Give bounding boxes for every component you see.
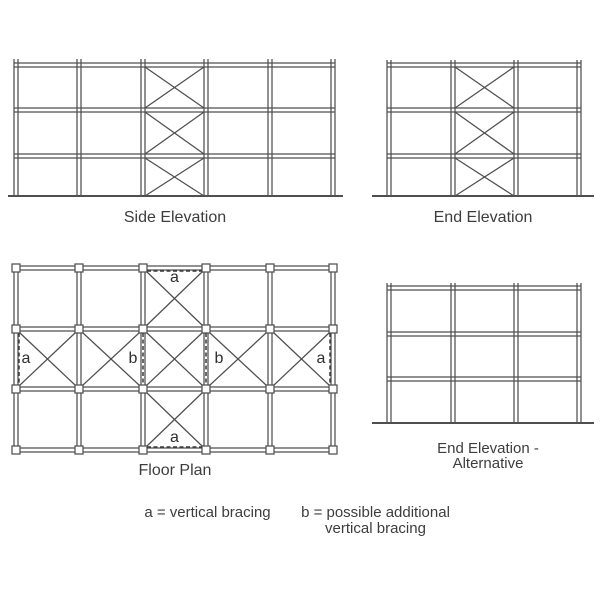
bracing-label-a: a xyxy=(317,350,326,367)
floor-plan-drawing: a a b b a a xyxy=(11,263,338,455)
column-square xyxy=(11,263,21,273)
end-elevation-alt-caption: End Elevation - Alternative xyxy=(390,441,586,471)
legend-b-line2: vertical bracing xyxy=(325,520,426,537)
column-square xyxy=(11,324,21,334)
bracing-label-b: b xyxy=(215,350,224,367)
legend-b-line1: b = possible additional xyxy=(301,504,450,521)
column-square xyxy=(11,445,21,455)
bracing-label-b: b xyxy=(129,350,138,367)
floor-plan-caption: Floor Plan xyxy=(138,462,212,479)
column-square xyxy=(265,384,275,394)
column-square xyxy=(328,384,338,394)
column-square xyxy=(265,324,275,334)
column-square xyxy=(201,324,211,334)
column-square xyxy=(74,324,84,334)
column-square xyxy=(74,384,84,394)
bracing-label-a: a xyxy=(170,269,179,286)
column-square xyxy=(328,324,338,334)
end-elevation-alt-drawing xyxy=(372,283,594,424)
bracing-label-a: a xyxy=(170,429,179,446)
end-elevation-alt-caption-line1: End Elevation - xyxy=(437,440,539,457)
legend-b: b = possible additional vertical bracing xyxy=(288,505,463,537)
column-square xyxy=(11,384,21,394)
legend-a: a = vertical bracing xyxy=(144,504,271,521)
column-square xyxy=(328,263,338,273)
end-elevation-caption: End Elevation xyxy=(433,209,533,226)
side-elevation-caption: Side Elevation xyxy=(123,209,227,226)
column-square xyxy=(201,384,211,394)
column-square xyxy=(138,445,148,455)
column-square xyxy=(138,324,148,334)
bracing-label-a: a xyxy=(22,350,31,367)
column-square xyxy=(265,445,275,455)
column-square xyxy=(74,263,84,273)
column-square xyxy=(74,445,84,455)
end-elevation-drawing xyxy=(372,60,594,197)
column-square xyxy=(138,263,148,273)
side-elevation-drawing xyxy=(8,59,343,197)
column-square xyxy=(201,445,211,455)
column-square xyxy=(328,445,338,455)
column-square xyxy=(201,263,211,273)
end-elevation-alt-caption-line2: Alternative xyxy=(452,455,524,472)
column-square xyxy=(138,384,148,394)
column-square xyxy=(265,263,275,273)
